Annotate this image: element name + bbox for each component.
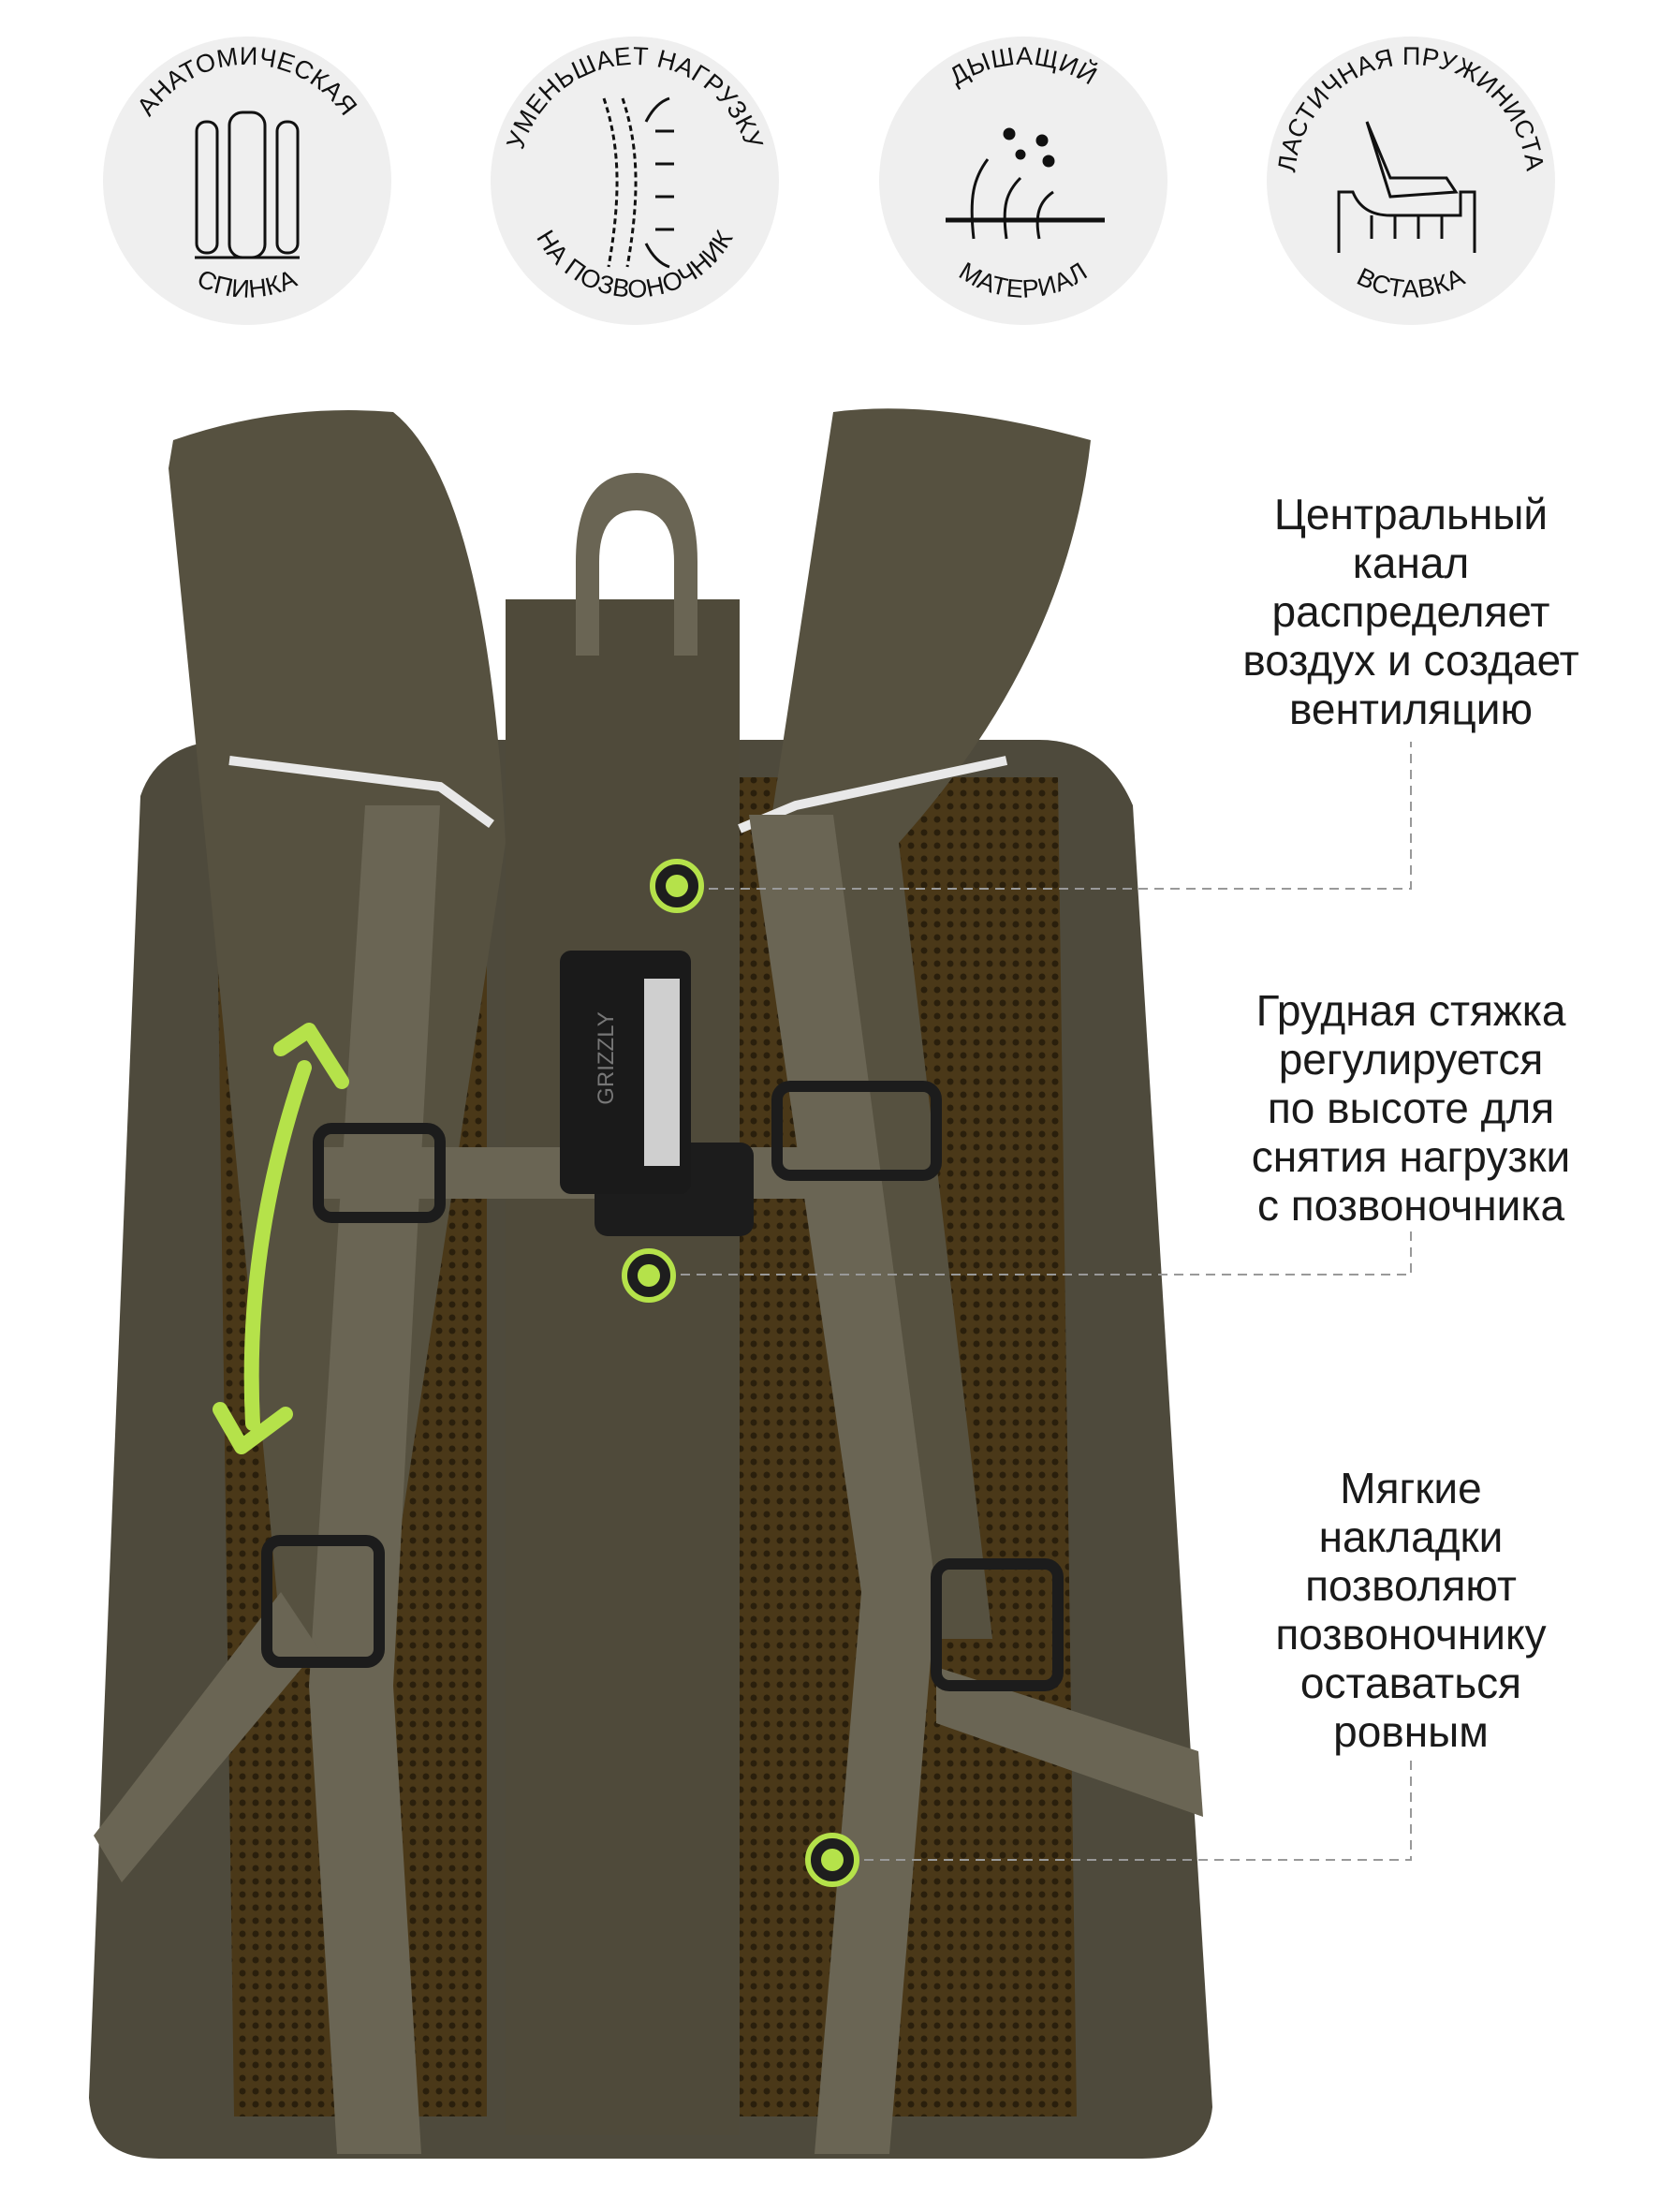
backpack-back-icon [195, 111, 300, 259]
badge-anatomical-back: АНАТОМИЧЕСКАЯ СПИНКА [103, 37, 391, 325]
callout-ventilation: Центральный канал распределяет воздух и … [1242, 490, 1579, 733]
webbing-left [309, 805, 440, 2154]
callout-lines [665, 742, 1412, 1861]
lower-strap-left [94, 1592, 318, 1882]
hotspot-soft-pads[interactable] [805, 1833, 859, 1887]
spine-icon [602, 96, 674, 269]
reflective-stripe-left [228, 756, 494, 829]
badge-breathable-material: ДЫШАЩИЙ МАТЕРИАЛ [879, 37, 1167, 325]
slider-right [771, 1081, 942, 1181]
badge-reduces-spine-load: УМЕНЬШАЕТ НАГРУЗКУ НА ПОЗВОНОЧНИК [491, 37, 779, 325]
callout-soft-pads: Мягкие накладки позволяют позвоночнику о… [1275, 1464, 1547, 1756]
slider-left [313, 1123, 446, 1223]
webbing-right [749, 815, 936, 2154]
hotspot-ventilation[interactable] [650, 859, 704, 913]
hotspot-chest-strap[interactable] [622, 1248, 676, 1303]
central-channel [506, 599, 740, 2135]
height-adjust-arrow-icon [213, 1023, 349, 1454]
brand-logo: GRIZZLY [594, 1011, 619, 1105]
lower-strap-right [936, 1667, 1203, 1817]
callout-chest-strap: Грудная стяжка регулируется по высоте дл… [1251, 986, 1571, 1230]
top-handle [576, 473, 697, 656]
adjuster-buckle-left [261, 1535, 385, 1668]
elastic-insert-icon [1337, 121, 1476, 253]
adjuster-buckle-right [931, 1558, 1064, 1691]
breathable-icon [946, 127, 1105, 240]
